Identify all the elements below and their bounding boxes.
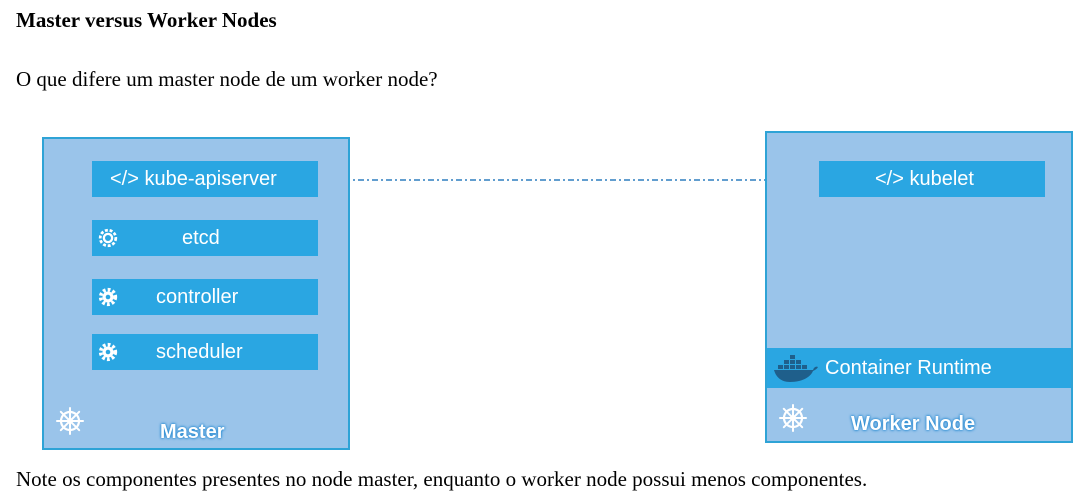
note-text: Note os componentes presentes no node ma…	[16, 467, 868, 491]
container-runtime-bar: Container Runtime	[767, 348, 1071, 388]
gear-icon	[98, 342, 118, 362]
scheduler-box: scheduler	[92, 334, 318, 370]
master-label: Master	[160, 421, 225, 443]
kubelet-box: </> kubelet	[819, 161, 1045, 197]
etcd-box: etcd	[92, 220, 318, 256]
etcd-label: etcd	[182, 227, 220, 249]
kubernetes-helm-icon	[779, 404, 807, 432]
question-text: O que difere um master node de um worker…	[16, 67, 438, 91]
master-node: </> kube-apiserver etcd controller	[42, 137, 350, 450]
kube-apiserver-box: </> kube-apiserver	[92, 161, 318, 197]
worker-node-label: Worker Node	[851, 413, 976, 435]
controller-box: controller	[92, 279, 318, 315]
kubernetes-helm-icon	[56, 407, 84, 435]
scheduler-label: scheduler	[156, 341, 243, 363]
worker-node: </> kubelet Container Runtime	[765, 131, 1073, 443]
gear-icon	[98, 287, 118, 307]
docker-whale-icon	[774, 355, 818, 382]
page-heading: Master versus Worker Nodes	[16, 8, 277, 32]
kube-apiserver-label: </> kube-apiserver	[110, 168, 277, 190]
controller-label: controller	[156, 286, 239, 308]
gear-icon	[98, 228, 118, 248]
container-runtime-label: Container Runtime	[825, 357, 992, 379]
kubelet-label: </> kubelet	[875, 168, 974, 190]
